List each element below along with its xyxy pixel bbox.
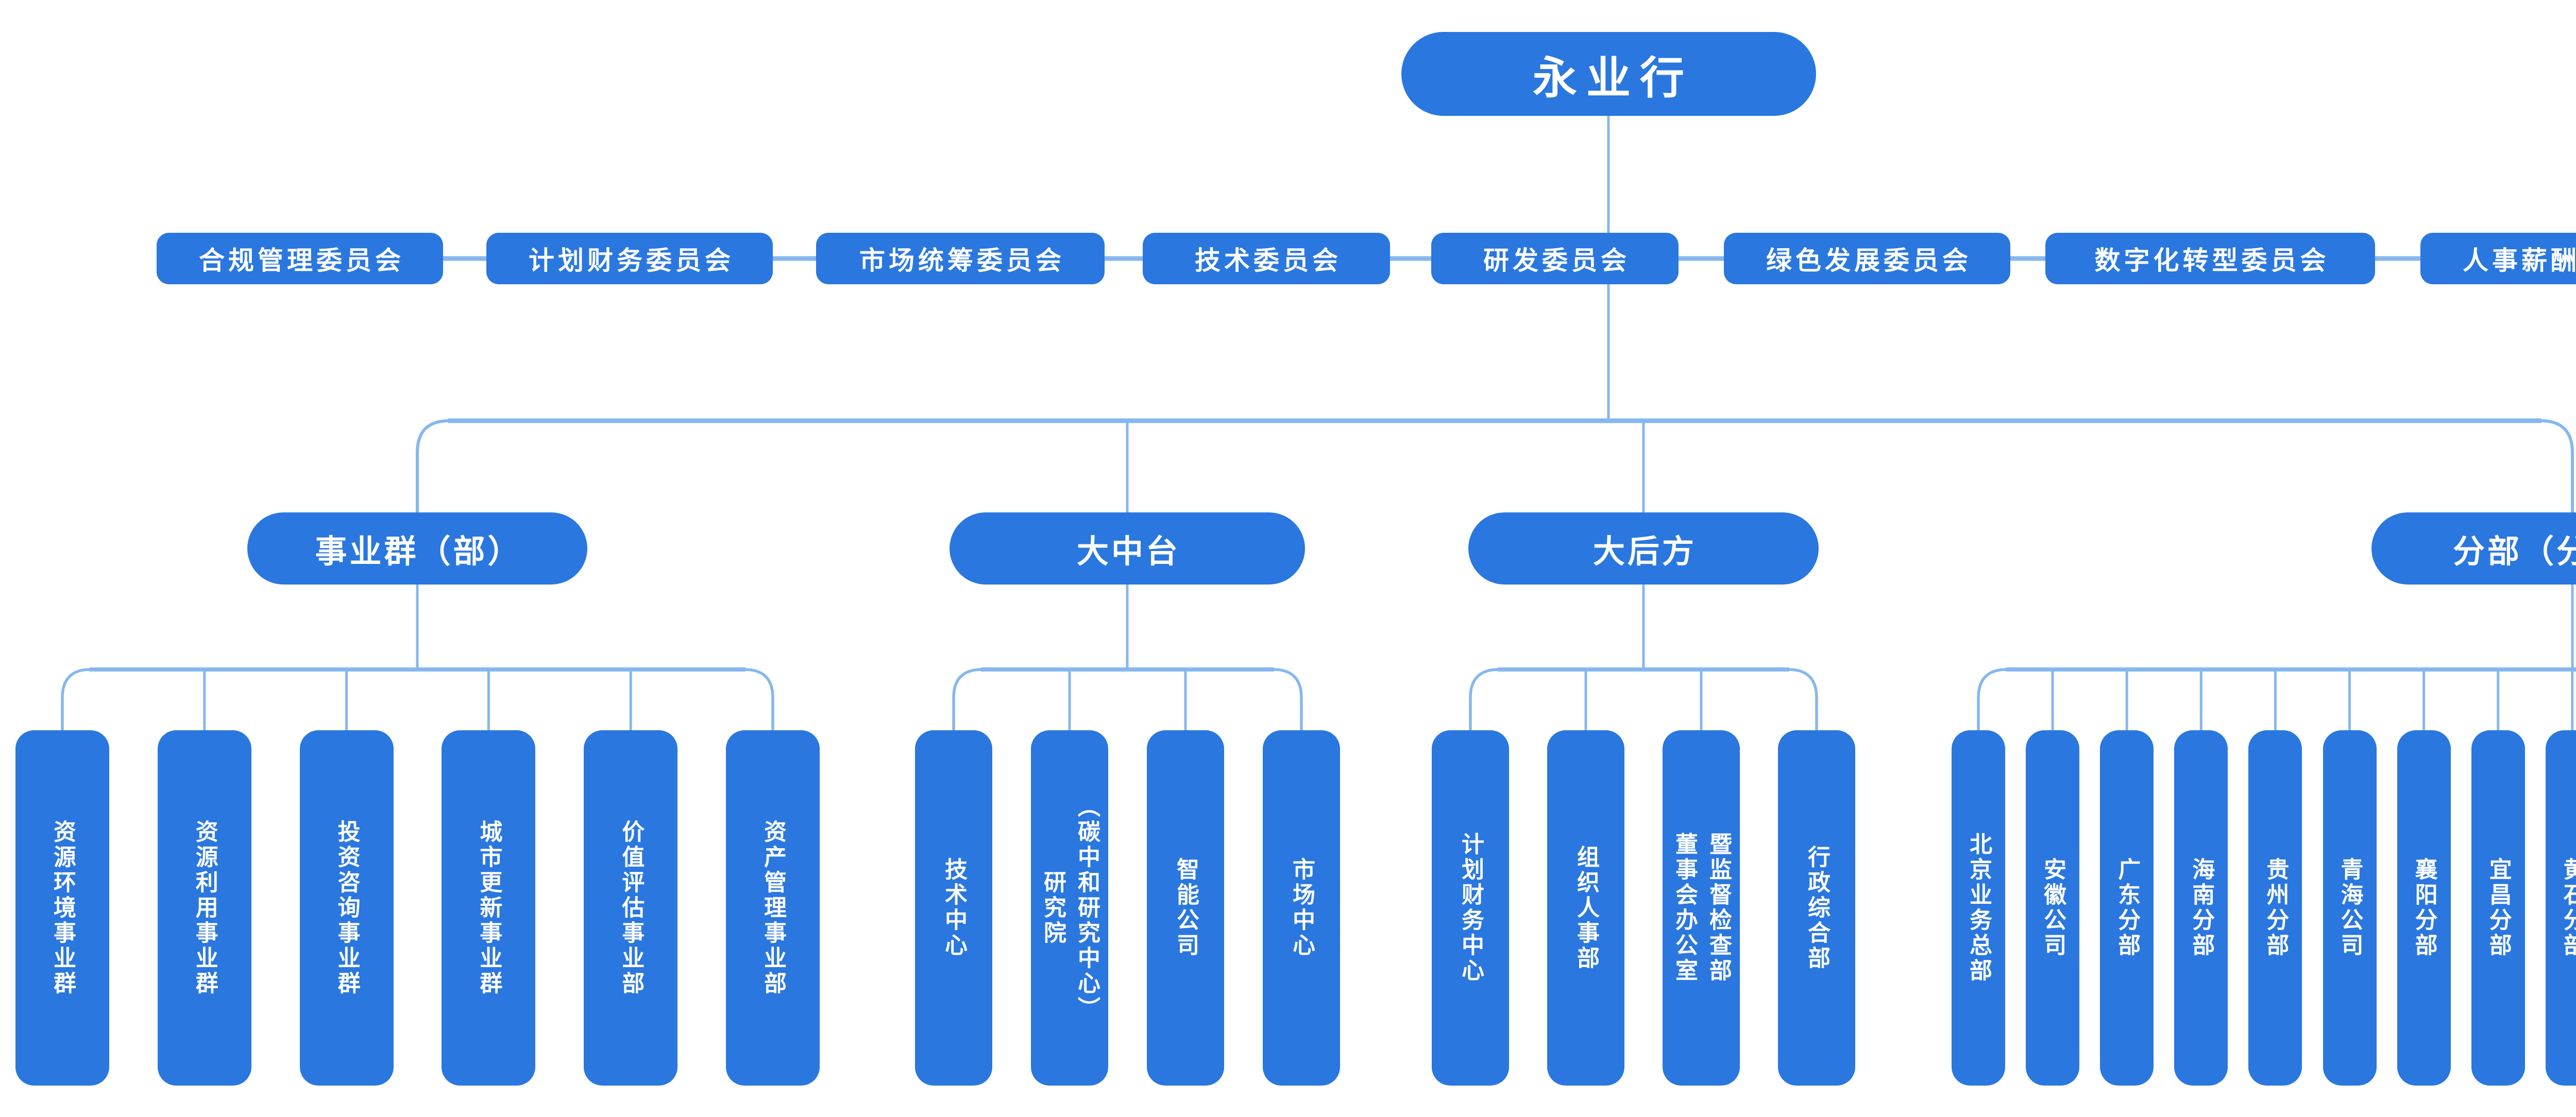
connector-line (952, 668, 982, 734)
committee-node: 合规管理委员会 (157, 233, 443, 284)
committee-node: 绿色发展委员会 (1724, 233, 2010, 284)
department-node-label: 投资咨询事业群 (334, 819, 360, 996)
department-node: 贵州分部 (2248, 730, 2302, 1086)
department-node-label: 资产管理事业部 (760, 819, 786, 996)
connector-line (61, 668, 91, 734)
department-node: 黄石分部 (2545, 730, 2576, 1086)
group-node: 分部（分公司） (2371, 512, 2576, 585)
group-node-label: 大后方 (1592, 534, 1697, 570)
committee-node: 研发委员会 (1431, 233, 1679, 284)
department-node: 海南分部 (2174, 730, 2228, 1086)
department-node: 研究院 （碳中和研究中心） (1031, 730, 1108, 1086)
department-node-label: 贵州分部 (2263, 857, 2289, 958)
connector-line (1788, 668, 1818, 734)
committee-node: 计划财务委员会 (486, 233, 773, 284)
committee-node-label: 人事薪酬委员会 (2463, 246, 2576, 275)
department-node-label: 资源利用事业群 (192, 819, 217, 996)
group-node: 事业群（部） (247, 512, 587, 585)
group-node-label: 大中台 (1076, 534, 1180, 570)
department-node-label: 黄石分部 (2560, 857, 2576, 958)
group-node: 大后方 (1468, 512, 1819, 585)
department-node-label: 计划财务中心 (1458, 832, 1483, 984)
connector-line (1273, 668, 1303, 734)
committee-node-label: 数字化转型委员会 (2094, 246, 2330, 275)
department-node: 青海公司 (2323, 730, 2377, 1086)
department-node: 宜昌分部 (2471, 730, 2525, 1086)
department-node-label: 行政综合部 (1804, 845, 1829, 971)
department-node-label: 襄阳分部 (2411, 857, 2437, 958)
committee-node: 技术委员会 (1143, 233, 1390, 284)
department-node: 资产管理事业部 (726, 730, 820, 1086)
connector-line (1469, 668, 1499, 734)
department-node: 资源利用事业群 (157, 730, 251, 1086)
department-node-label: 广东分部 (2114, 857, 2140, 958)
node-company-label: 永业行 (1533, 54, 1693, 103)
committee-node-label: 计划财务委员会 (529, 246, 734, 275)
connector-line (1977, 668, 2007, 734)
department-node-label: 技术中心 (941, 857, 967, 958)
department-node: 组织人事部 (1547, 730, 1624, 1086)
group-node-label: 事业群（部） (315, 534, 522, 570)
connector-line (744, 668, 774, 734)
committee-node-label: 研发委员会 (1483, 246, 1630, 275)
committee-node-label: 技术委员会 (1195, 246, 1342, 275)
department-node-label: 市场中心 (1289, 857, 1314, 958)
department-node: 资源环境事业群 (15, 730, 109, 1086)
connector-line (416, 419, 450, 517)
department-node-label: 组织人事部 (1573, 845, 1599, 971)
department-node: 投资咨询事业群 (299, 730, 394, 1086)
department-node: 市场中心 (1263, 730, 1340, 1086)
committee-node-label: 绿色发展委员会 (1766, 246, 1972, 275)
department-node-label: 北京业务总部 (1966, 832, 1991, 984)
department-node: 安徽公司 (2026, 730, 2080, 1086)
department-node: 智能公司 (1147, 730, 1224, 1086)
department-node: 计划财务中心 (1432, 730, 1509, 1086)
department-node: 价值评估事业部 (584, 730, 678, 1086)
department-node-label: 价值评估事业部 (618, 819, 644, 996)
department-node-label: 资源环境事业群 (50, 819, 75, 996)
department-node-label: 董事会办公室 暨监督检查部 (1672, 832, 1731, 984)
committee-node: 人事薪酬委员会 (2420, 233, 2576, 284)
department-node-label: 安徽公司 (2040, 857, 2066, 958)
committee-node-label: 市场统筹委员会 (859, 246, 1065, 275)
department-node: 技术中心 (915, 730, 992, 1086)
department-node-label: 城市更新事业群 (476, 819, 502, 996)
department-node-label: 智能公司 (1173, 857, 1198, 958)
node-company: 永业行 (1401, 32, 1816, 116)
committee-node: 市场统筹委员会 (816, 233, 1105, 284)
department-node-label: 研究院 （碳中和研究中心） (1040, 794, 1099, 1022)
department-node: 城市更新事业群 (442, 730, 536, 1086)
department-node: 北京业务总部 (1952, 730, 2005, 1086)
department-node-label: 海南分部 (2189, 857, 2214, 958)
department-node: 襄阳分部 (2397, 730, 2451, 1086)
committee-node-label: 合规管理委员会 (199, 246, 404, 275)
department-node-label: 宜昌分部 (2485, 857, 2511, 958)
group-node: 大中台 (950, 512, 1305, 585)
group-node-label: 分部（分公司） (2452, 534, 2576, 570)
department-node-label: 青海公司 (2337, 857, 2363, 958)
committee-node: 数字化转型委员会 (2045, 233, 2375, 284)
department-node: 董事会办公室 暨监督检查部 (1663, 730, 1740, 1086)
department-node: 广东分部 (2100, 730, 2154, 1086)
department-node: 行政综合部 (1778, 730, 1855, 1086)
connector-line (2540, 419, 2574, 517)
